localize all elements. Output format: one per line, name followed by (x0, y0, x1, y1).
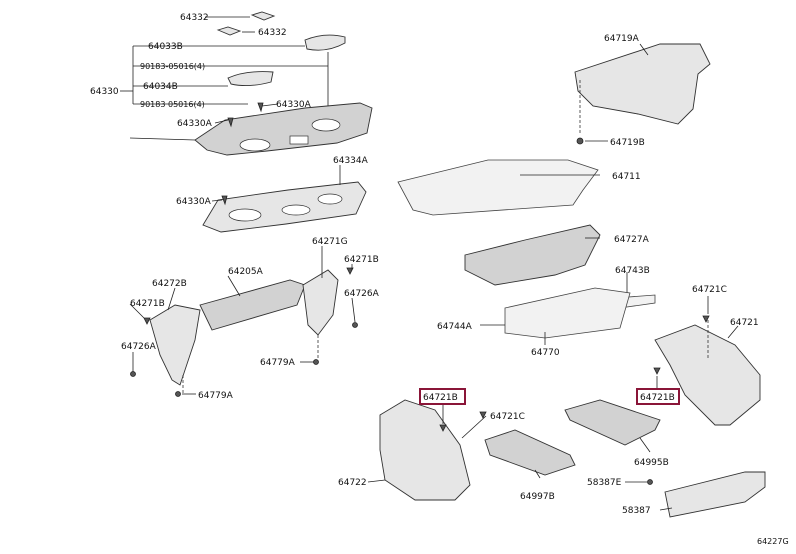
label-64722: 64722 (338, 478, 367, 488)
label-64271b-right: 64271B (344, 255, 379, 265)
cover-64034b (227, 71, 274, 87)
label-64719b: 64719B (610, 138, 645, 148)
label-64727a: 64727A (614, 235, 650, 245)
side-trim-64721 (654, 324, 761, 426)
clip-64721c-left (479, 411, 487, 419)
label-64744a: 64744A (437, 322, 473, 332)
label-64330a-3: 64330A (176, 197, 212, 207)
label-64330a-1: 64330A (177, 119, 213, 129)
clip-64719b (576, 137, 584, 145)
label-90183-b: 90183 05016(4) (140, 100, 205, 109)
fastener-64726a-right (352, 322, 358, 328)
clip-64721c-right (702, 315, 710, 323)
highlight-64721b-right (636, 388, 680, 405)
label-64779a-bottom: 64779A (198, 391, 234, 401)
label-64721: 64721 (730, 318, 759, 328)
label-64721b-right: 64721B (640, 393, 675, 403)
label-64770: 64770 (531, 348, 560, 358)
cover-58387 (664, 471, 766, 518)
cover-64033b (304, 34, 346, 51)
label-64205a: 64205A (228, 267, 264, 277)
clip-64721b-left (439, 424, 447, 432)
clip-64330a-1 (227, 117, 234, 128)
clip-64332-top (250, 11, 276, 21)
side-trim-64271g (302, 269, 339, 336)
label-58387e: 58387E (587, 478, 622, 488)
label-64779a-mid: 64779A (260, 358, 296, 368)
label-64719a: 64719A (604, 34, 640, 44)
sill-plate-64995b (564, 399, 661, 446)
label-90183-a: 90183-05016(4) (140, 62, 205, 71)
label-64726a-left: 64726A (121, 342, 157, 352)
fastener-64779a-bottom (175, 391, 181, 397)
package-tray-64330 (194, 102, 373, 156)
floor-board-64770 (504, 287, 631, 339)
label-64332-lower: 64332 (258, 28, 287, 38)
trunk-mat-64711 (397, 159, 599, 216)
label-64743b: 64743B (615, 266, 650, 276)
clip-64330a-2 (257, 102, 264, 113)
label-64995b: 64995B (634, 458, 669, 468)
label-58387: 58387 (622, 506, 651, 516)
clip-64721b-right (653, 367, 661, 375)
trunk-front-trim-64719a (574, 43, 711, 125)
clip-64271b-right (346, 267, 354, 275)
sill-plate-64997b (484, 429, 576, 476)
label-64033b: 64033B (148, 42, 183, 52)
label-64330: 64330 (90, 87, 119, 97)
fastener-64779a-mid (313, 359, 319, 365)
side-panel-64722 (379, 399, 471, 501)
label-64271b-left: 64271B (130, 299, 165, 309)
label-64330a-2: 64330A (276, 100, 312, 110)
label-64721c-right: 64721C (692, 285, 727, 295)
side-trim-64272b (149, 304, 201, 386)
clip-64271b-left (143, 317, 151, 325)
label-64034b: 64034B (143, 82, 178, 92)
fastener-64726a-left (130, 371, 136, 377)
clip-58387e (647, 479, 653, 485)
label-64332-top: 64332 (180, 13, 209, 23)
label-64726a-right: 64726A (344, 289, 380, 299)
diagram-id: 64227G (757, 537, 789, 546)
label-64711: 64711 (612, 172, 641, 182)
rear-floor-box-64727a (464, 224, 601, 286)
label-64721c-left: 64721C (490, 412, 525, 422)
label-64272b: 64272B (152, 279, 187, 289)
clip-64330a-3 (221, 195, 228, 206)
highlight-64721b-left (419, 388, 466, 405)
trim-panel-64205a (199, 279, 306, 331)
clip-64332-lower (216, 26, 242, 36)
label-64997b: 64997B (520, 492, 555, 502)
label-64721b-left: 64721B (423, 393, 458, 403)
label-64271g: 64271G (312, 237, 348, 247)
label-64334a: 64334A (333, 156, 369, 166)
